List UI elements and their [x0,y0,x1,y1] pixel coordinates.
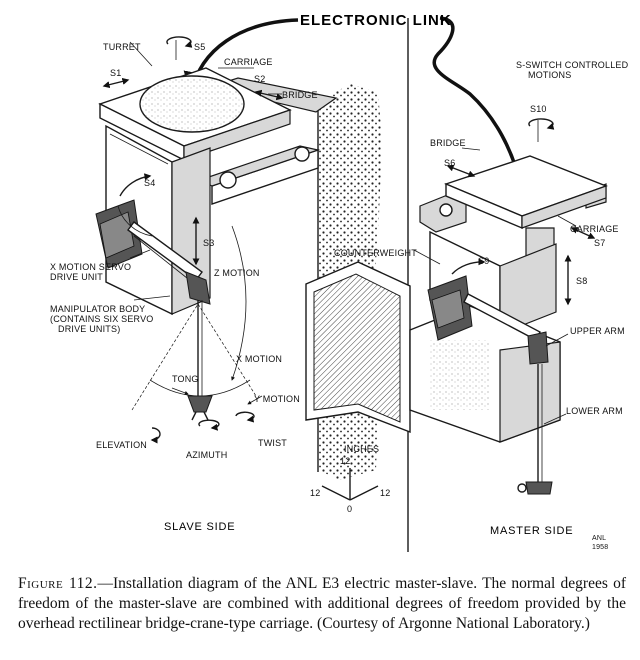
x-servo-label-1: X MOTION SERVO [50,262,131,272]
inches-scale [321,468,379,501]
s-switch-label-1: S-SWITCH CONTROLLED [516,60,629,70]
lower-arm-label: LOWER ARM [566,406,623,416]
upper-arm-label: UPPER ARM [570,326,625,336]
year-label: 1958 [592,544,608,551]
bridge-slave-label: BRIDGE [282,90,318,100]
azimuth-label: AZIMUTH [186,450,227,460]
s3-label: S3 [203,238,214,248]
scale-12-left: 12 [310,488,320,498]
elevation-label: ELEVATION [96,440,147,450]
s4-label: S4 [144,178,155,188]
s6-label: S6 [444,158,455,168]
carriage-slave-label: CARRIAGE [224,57,273,67]
manipulator-label-2: (CONTAINS SIX SERVO [50,314,154,324]
manipulator-label-1: MANIPULATOR BODY [50,304,145,314]
turret-label: TURRET [103,42,141,52]
scale-0: 0 [347,504,352,514]
slave-motion-arrows [102,36,284,444]
figure-caption-label: Figure 112. [18,575,98,592]
slave-unit [95,67,338,421]
s-switch-label-2: MOTIONS [528,70,571,80]
shielding-wall [305,18,411,552]
x-motion-label: X MOTION [236,354,282,364]
s5-label: S5 [194,42,205,52]
anl-label: ANL [592,535,606,542]
s9-label: S9 [478,256,489,266]
scale-12-top: 12 [340,456,350,466]
s8-label: S8 [576,276,587,286]
master-unit [409,155,608,495]
master-side-label: MASTER SIDE [490,525,573,537]
slave-side-label: SLAVE SIDE [164,521,235,533]
counterweight-label: COUNTERWEIGHT [334,248,417,258]
inches-label: INCHES [344,444,379,454]
master-motion-arrows [446,118,596,306]
electronic-link-label: ELECTRONIC LINK [300,12,452,29]
bridge-master-label: BRIDGE [430,138,466,148]
installation-diagram: ELECTRONIC LINK TURRET S5 S1 CARRIAGE S2… [50,12,629,552]
figure-caption: Figure 112.—Installation diagram of the … [18,574,626,634]
twist-label: TWIST [258,438,287,448]
figure-caption-text: —Installation diagram of the ANL E3 elec… [18,575,627,632]
y-motion-label: Y MOTION [254,394,300,404]
scale-12-right: 12 [380,488,390,498]
s7-label: S7 [594,238,605,248]
x-servo-label-2: DRIVE UNIT [50,272,103,282]
tong-label: TONG [172,374,199,384]
s10-label: S10 [530,104,547,114]
carriage-master-label: CARRIAGE [570,224,619,234]
s1-label: S1 [110,68,121,78]
s2-label: S2 [254,74,265,84]
manipulator-label-3: DRIVE UNITS) [58,324,120,334]
z-motion-label: Z MOTION [214,268,260,278]
leader-lines [129,41,577,425]
